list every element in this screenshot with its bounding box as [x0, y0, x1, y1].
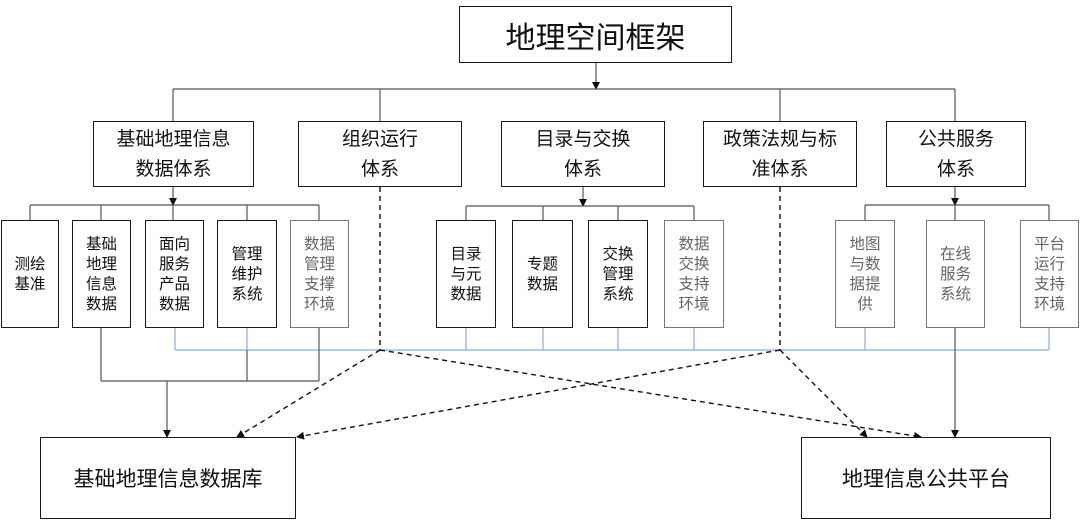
leaf-label: 目录与元数据: [450, 245, 482, 303]
leaf-exchange-support-environment: 数据交换支持环境: [664, 220, 724, 328]
top-title: 地理空间框架: [505, 20, 686, 56]
leaf-label: 交换管理系统: [602, 245, 634, 303]
leaf-label: 数据交换支持环境: [678, 235, 710, 313]
leaf-label: 测绘基准: [14, 255, 46, 293]
leaf-surveying-datum: 测绘基准: [1, 220, 59, 328]
top-box: 地理空间框架: [459, 6, 732, 63]
level2-label: 组织运行体系: [341, 128, 418, 180]
leaf-label: 地图与数据提供: [849, 235, 881, 313]
leaf-exchange-mgmt-system: 交换管理系统: [588, 220, 648, 328]
level2-label: 目录与交换体系: [535, 128, 631, 180]
leaf-catalog-metadata: 目录与元数据: [436, 220, 496, 328]
leaf-thematic-data: 专题数据: [512, 220, 573, 328]
leaf-platform-support-environment: 平台运行支持环境: [1020, 220, 1079, 328]
level2-label: 基础地理信息数据体系: [116, 128, 231, 180]
top-tree-lines: [29, 62, 1050, 220]
level2-label: 政策法规与标准体系: [722, 128, 837, 180]
level2-basic-data-system: 基础地理信息数据体系: [93, 121, 254, 187]
level2-catalog-exchange-system: 目录与交换体系: [501, 121, 665, 187]
bottom-public-platform: 地理信息公共平台: [801, 437, 1051, 519]
leaf-label: 管理维护系统: [231, 245, 263, 303]
level2-label: 公共服务体系: [917, 128, 994, 180]
leaf-online-service-system: 在线服务系统: [926, 220, 985, 328]
bottom-label: 基础地理信息数据库: [73, 467, 263, 491]
dashed-lines: [236, 187, 922, 440]
level2-public-service-system: 公共服务体系: [886, 121, 1026, 187]
leaf-label: 在线服务系统: [939, 245, 971, 303]
bottom-basic-database: 基础地理信息数据库: [40, 437, 296, 519]
bottom-label: 地理信息公共平台: [842, 467, 1010, 491]
level2-policy-standard-system: 政策法规与标准体系: [703, 121, 857, 187]
leaf-basic-geo-data: 基础地理信息数据: [72, 220, 131, 328]
leaf-map-data-provision: 地图与数据提供: [835, 220, 895, 328]
leaf-label: 平台运行支持环境: [1033, 235, 1065, 313]
leaf-data-mgmt-environment: 数据管理支撑环境: [290, 220, 349, 328]
leaf-service-product-data: 面向服务产品数据: [145, 220, 204, 328]
leaf-label: 基础地理信息数据: [85, 235, 117, 313]
leaf-label: 面向服务产品数据: [158, 235, 190, 313]
leaf-maintenance-system: 管理维护系统: [217, 220, 277, 328]
leaf-label: 专题数据: [526, 255, 558, 293]
bottom-solid-lines: [100, 328, 959, 438]
blue-connector-lines: [174, 328, 1050, 351]
leaf-label: 数据管理支撑环境: [303, 235, 335, 313]
level2-organization-system: 组织运行体系: [298, 121, 462, 187]
